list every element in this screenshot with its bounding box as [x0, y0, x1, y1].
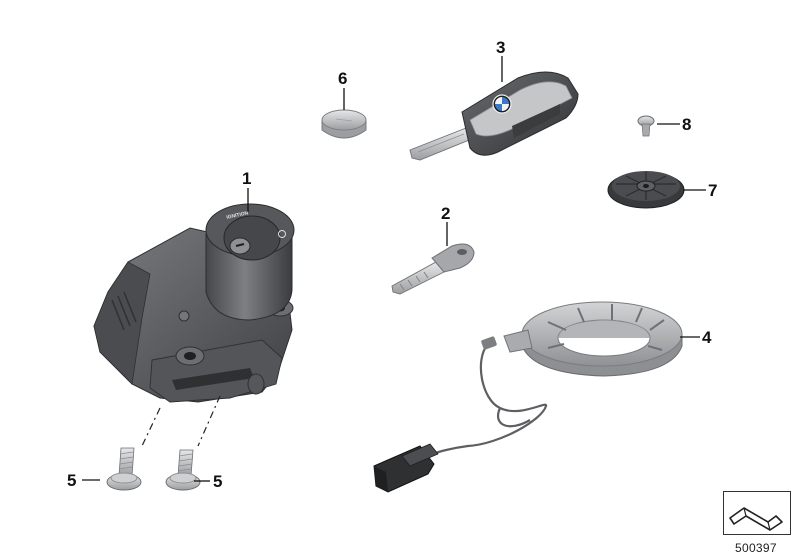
ignition-lock[interactable]: IGNITION — [93, 203, 295, 403]
callout-7[interactable]: 7 — [708, 181, 717, 200]
ignition-marking: IGNITION — [226, 210, 249, 221]
callout-5-right[interactable]: 5 — [213, 472, 222, 491]
key-blade — [391, 261, 445, 295]
mount-hole-left — [184, 352, 196, 360]
fob-silver-band — [469, 81, 573, 137]
cable-sleeve — [481, 336, 497, 350]
plug-latch — [401, 443, 439, 467]
brand-logo-quarters-white — [495, 97, 509, 111]
side-knob — [247, 373, 265, 395]
screw-head-top — [169, 472, 197, 484]
brand-logo-quarters — [495, 97, 509, 111]
key-cuts — [399, 271, 429, 291]
leader-lines — [82, 56, 706, 482]
ring-inner-wall — [557, 319, 651, 339]
keyhole-slot — [235, 243, 245, 247]
callout-8[interactable]: 8 — [682, 115, 691, 134]
radio-key[interactable] — [409, 71, 579, 161]
arrow-icon — [729, 507, 783, 531]
axis-line-left — [141, 407, 161, 447]
callout-labels: 1 2 3 4 5 5 6 7 8 — [67, 38, 717, 491]
callout-6[interactable]: 6 — [338, 69, 347, 88]
battery-marking — [335, 118, 353, 122]
screw-threads — [177, 453, 193, 472]
key-bow-hole — [457, 249, 467, 255]
housing-ribs — [111, 291, 137, 331]
small-screw[interactable] — [637, 115, 655, 137]
screw-threads — [118, 451, 134, 470]
plug-front — [374, 466, 388, 492]
ignition-base-slot — [172, 368, 254, 390]
mechanical-key[interactable] — [391, 243, 475, 295]
axis-line-right — [197, 395, 221, 447]
antenna-cable — [427, 343, 548, 457]
screw-right[interactable] — [165, 449, 201, 491]
key-blade-groove — [417, 133, 465, 153]
callout-2[interactable]: 2 — [441, 204, 450, 223]
callout-1[interactable]: 1 — [242, 169, 251, 188]
cap-center-hole — [643, 184, 649, 188]
nav-arrow-button[interactable] — [723, 491, 791, 535]
screw-shaft — [641, 123, 651, 137]
lock-symbol — [278, 230, 286, 238]
ring-connector-tab — [503, 329, 533, 353]
cover-cap[interactable] — [607, 171, 685, 209]
antenna-cable-loop — [497, 407, 531, 428]
key-blade — [409, 127, 475, 161]
screw-head-top — [110, 472, 138, 484]
callout-4[interactable]: 4 — [702, 328, 712, 347]
callout-3[interactable]: 3 — [496, 38, 505, 57]
coin-battery[interactable] — [321, 109, 367, 139]
ring-segments — [547, 304, 665, 351]
screw-left[interactable] — [106, 447, 142, 491]
ring-antenna[interactable] — [373, 301, 683, 493]
diagram-number: 500397 — [735, 541, 777, 555]
lock-face — [223, 215, 281, 261]
housing-screw-detail — [178, 310, 190, 322]
fob-grip — [512, 104, 560, 138]
callout-5-left[interactable]: 5 — [67, 471, 76, 490]
